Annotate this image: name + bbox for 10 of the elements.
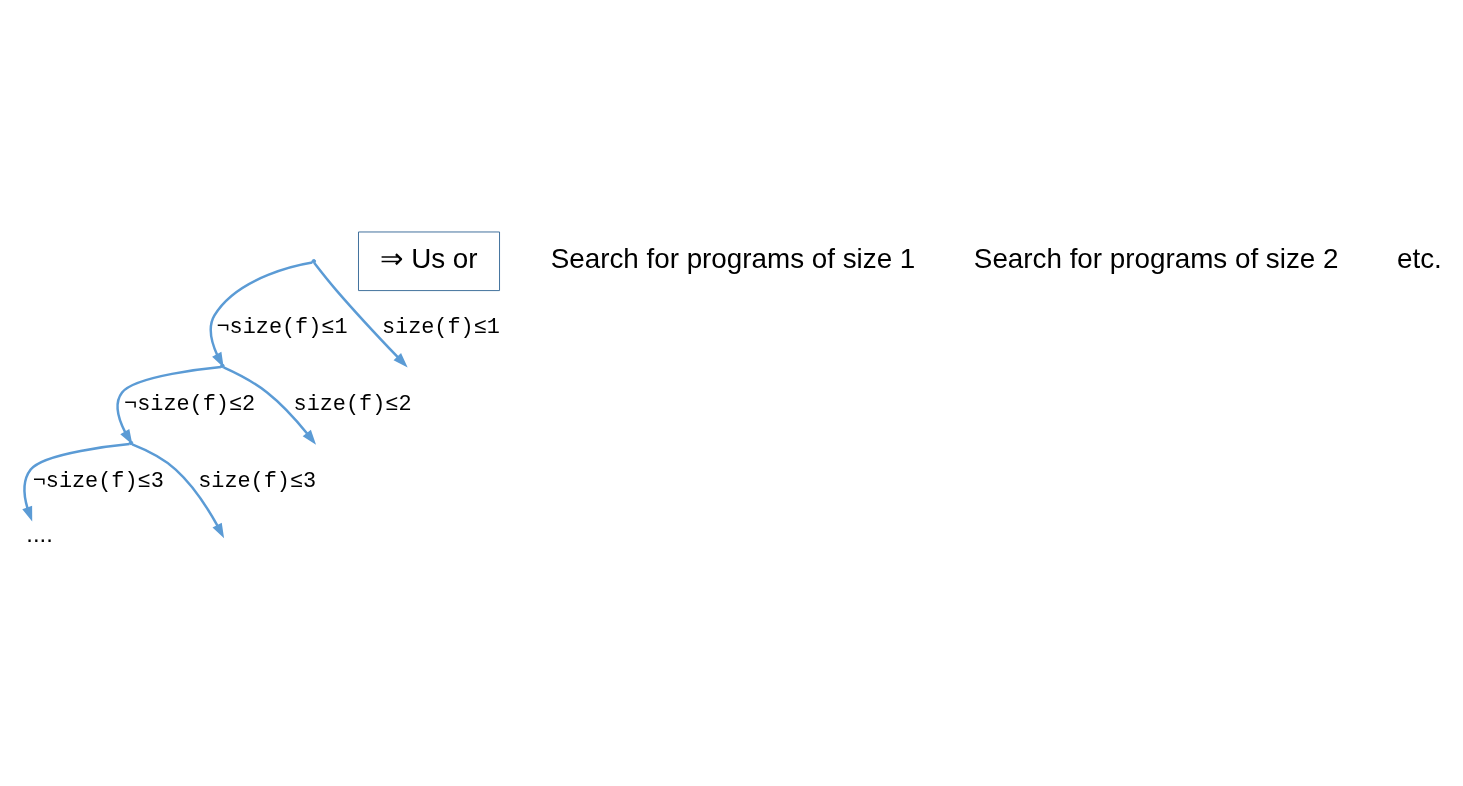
edge-label: ¬size(f)≤1 xyxy=(216,314,348,340)
edge-label: size(f)≤1 xyxy=(381,314,500,340)
label: etc. xyxy=(1397,243,1442,275)
edge-label: ¬size(f)≤2 xyxy=(124,391,256,417)
label: Search for programs of size 1 xyxy=(550,243,916,275)
label: Search for programs of size 2 xyxy=(973,243,1339,275)
edge-label: size(f)≤2 xyxy=(293,391,412,417)
edge-label: size(f)≤3 xyxy=(198,469,317,495)
node-text: .... xyxy=(26,520,53,548)
edge-label: ¬size(f)≤3 xyxy=(32,469,164,495)
